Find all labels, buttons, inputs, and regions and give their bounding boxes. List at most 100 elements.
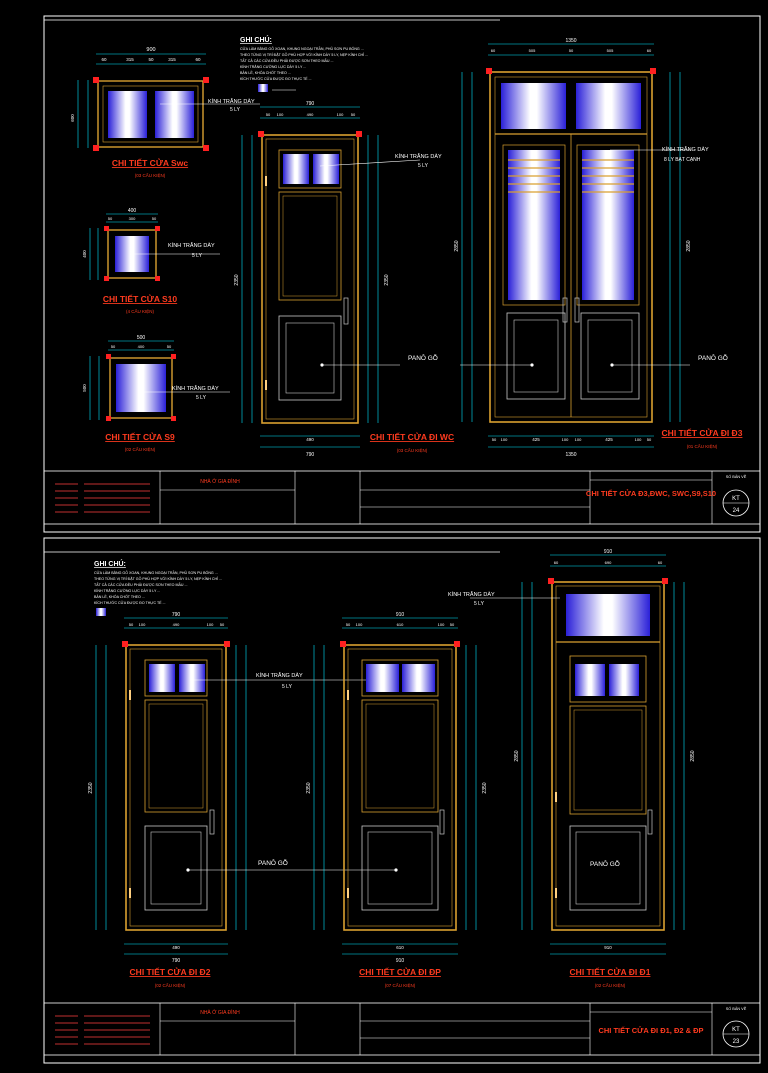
glass-pane (575, 664, 605, 696)
dim-part: 50 (167, 344, 172, 349)
dim-part: 300 (129, 216, 136, 221)
window-s10: 400 50 300 50 400 KÍNH TRẮNG DÀY 5 LY CH… (82, 208, 220, 314)
dim-height: 2350 (88, 782, 94, 793)
dim-part: 100 (635, 437, 642, 442)
dim-part: 490 (307, 112, 314, 117)
sheet-label: SỐ BẢN VẼ (726, 474, 747, 479)
door-d3: 1350 60 505 50 505 60 2850 2850 50 100 4… (454, 38, 743, 458)
dim-part: 505 (607, 48, 614, 53)
title-door-dp: CHI TIẾT CỬA ĐI ĐP (359, 966, 441, 977)
dim-part: 50 (351, 112, 356, 117)
dim-part: 315 (168, 57, 176, 62)
title-door-wc: CHI TIẾT CỬA ĐI WC (370, 431, 454, 442)
dim-width: 400 (128, 208, 137, 214)
project-name: NHÀ Ở GIA ĐÌNH (200, 1009, 240, 1016)
sheet-prefix: KT (732, 496, 740, 502)
dim-part: 100 (139, 622, 146, 627)
qty-door-dp: (07 CẤU KIỆN) (385, 981, 416, 988)
notes-title: GHI CHÚ: (94, 559, 126, 568)
dim-part: 60 (195, 57, 201, 62)
note-line: CỬA LÀM BẰNG GỖ XOAN, KHUNG NGOẠI TRẦN, … (94, 570, 218, 575)
dim-part: 100 (575, 437, 582, 442)
callout-glass: KÍNH TRẮNG DÀY (256, 671, 303, 679)
dim-part: 50 (111, 344, 116, 349)
dim-part: 610 (397, 622, 404, 627)
callout-glass: KÍNH TRẮNG DÀY (448, 590, 495, 598)
legend-swatch (258, 84, 268, 92)
dim-width: 900 (146, 47, 155, 53)
dim-width: 1350 (565, 38, 576, 44)
handle-icon (343, 297, 349, 325)
dim-part: 50 (152, 216, 157, 221)
dim-part: 315 (126, 57, 134, 62)
callout-glass-thick: 5 LY (230, 107, 241, 113)
dim-width: 790 (172, 612, 181, 618)
glass-pane (179, 664, 205, 692)
handle-icon (439, 809, 445, 835)
sheet-number: 24 (733, 508, 740, 514)
callout-glass-thick: 5 LY (474, 601, 485, 607)
callout-glass: KÍNH TRẮNG DÀY (395, 152, 442, 160)
qty-s10: (4 CẤU KIỆN) (126, 307, 155, 314)
notes-title: GHI CHÚ: (240, 35, 272, 44)
dim-height: 2850 (686, 240, 692, 251)
glass-pane (155, 91, 194, 138)
dim-part: 490 (172, 945, 180, 950)
dim-height: 500 (82, 384, 87, 392)
dim-height: 2350 (306, 782, 312, 793)
sheet-label: SỐ BẢN VẼ (726, 1006, 747, 1011)
title-s10: CHI TIẾT CỬA S10 (103, 293, 178, 304)
note-line: THEO TỪNG VỊ TRÍ ĐẶT GỖ PHÙ HỢP VỚI KÍNH… (240, 52, 368, 57)
handle-icon (647, 809, 653, 835)
dim-part: 505 (529, 48, 536, 53)
callout-glass: KÍNH TRẮNG DÀY (172, 384, 219, 392)
dim-width: 910 (396, 612, 405, 618)
title-block-bottom: NHÀ Ở GIA ĐÌNH CHI TIẾT CỬA ĐI Đ1, Đ2 & … (43, 1002, 761, 1056)
glass-transom (576, 83, 641, 129)
dim-height: 2850 (690, 750, 696, 761)
window-swc: 900 60 315 50 315 60 600 CHI TIẾT CỬA Sw… (70, 47, 260, 178)
glass-pane (402, 664, 435, 692)
dim-part: 60 (491, 48, 496, 53)
callout-glass-thick: 5 LY (192, 253, 203, 259)
glass-pane (149, 664, 175, 692)
qty-door-wc: (03 CẤU KIỆN) (397, 446, 428, 453)
glass-pane (366, 664, 399, 692)
dim-part: 610 (396, 945, 404, 950)
door-wc: 790 50 100 490 100 50 2350 2350 490 790 … (234, 101, 454, 458)
dim-part: 60 (647, 48, 652, 53)
dim-part: 50 (450, 622, 455, 627)
dim-height: 2850 (454, 240, 460, 251)
note-line: CỬA LÀM BẰNG GỖ XOAN, KHUNG NGOẠI TRẦN, … (240, 46, 364, 51)
note-line: KÍCH THƯỚC CỬA ĐƯỢC ĐO THỰC TẾ ... (94, 600, 166, 605)
callout-glass-thick: 8 LY BẠT CẠNH (664, 157, 701, 163)
dim-part: 50 (492, 437, 497, 442)
title-door-d1: CHI TIẾT CỬA ĐI Đ1 (570, 966, 651, 977)
dim-part: 400 (138, 344, 145, 349)
dim-part: 690 (605, 560, 612, 565)
dim-width: 910 (604, 945, 612, 950)
dim-width: 910 (396, 958, 405, 964)
qty-door-d2: (02 CẤU KIỆN) (155, 981, 186, 988)
qty-door-d3: (01 CẤU KIỆN) (687, 442, 718, 449)
dim-width: 790 (306, 101, 315, 107)
dim-part: 60 (554, 560, 559, 565)
dim-part: 490 (173, 622, 180, 627)
callout-panel: PANÔ GỖ (408, 353, 438, 362)
dim-width: 790 (172, 958, 181, 964)
sheet-top: GHI CHÚ: CỬA LÀM BẰNG GỖ XOAN, KHUNG NGO… (43, 15, 761, 533)
door-dp: 910 50 100 610 100 50 2350 2350 610 910 … (306, 612, 488, 988)
title-block-top: NHÀ Ở GIA ĐÌNH CHI TIẾT CỬA Đ3,ĐWC, SWC,… (43, 470, 761, 525)
qty-s9: (02 CẤU KIỆN) (125, 445, 156, 452)
note-line: BẢN LỀ, KHÓA CHỐT THEO ... (94, 594, 145, 599)
note-line: TẤT CẢ CÁC CỬA ĐỀU PHẢI ĐƯỢC SƠN THEO MẪ… (240, 58, 333, 63)
dim-part: 490 (306, 437, 314, 442)
dim-height: 2350 (234, 274, 240, 285)
dim-part: 100 (356, 622, 363, 627)
callout-panel: PANÔ GỖ (258, 858, 288, 867)
glass-transom (501, 83, 566, 129)
door-d1: 910 60 690 60 2850 2850 910 KÍNH TRẮNG D… (448, 549, 696, 988)
dim-part: 425 (532, 437, 540, 442)
glass-pane (609, 664, 639, 696)
dim-height: 400 (82, 250, 87, 258)
